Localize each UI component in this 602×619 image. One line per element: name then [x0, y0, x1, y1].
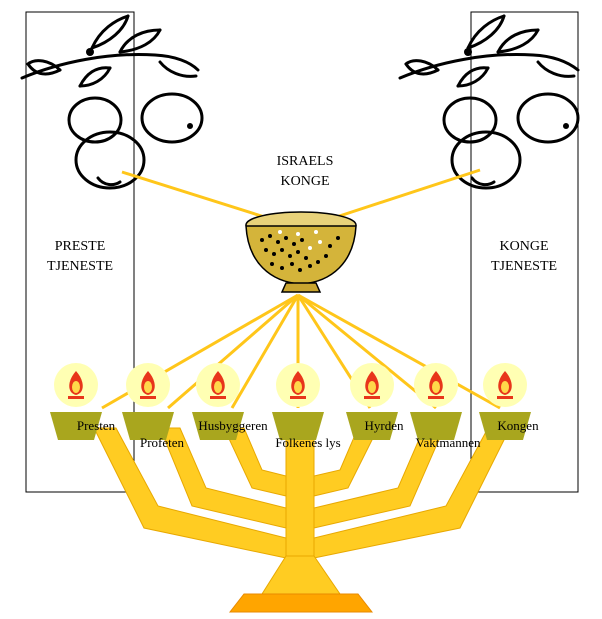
lamp-3 — [192, 363, 244, 440]
lamp-label-kongen: Kongen — [497, 418, 539, 433]
priest-service-label-1: PRESTE — [55, 239, 106, 254]
lamp-cup — [122, 412, 174, 440]
lamp-cup — [410, 412, 462, 440]
flame-core — [368, 381, 376, 393]
menorah-foot — [261, 555, 341, 595]
lamp-label-vaktmannen: Vaktmannen — [416, 435, 481, 450]
left-olive-dot-2 — [187, 123, 193, 129]
lamp-1 — [50, 363, 102, 440]
lamp-label-presten: Presten — [77, 418, 116, 433]
lamp-6 — [410, 363, 462, 440]
left-olive-branch-icon — [20, 14, 204, 190]
lamp-wick — [68, 396, 84, 399]
lamp-cup — [272, 412, 324, 440]
lamp-wick — [364, 396, 380, 399]
priest-service-label-2: TJENESTE — [47, 259, 113, 274]
right-olive-branch-icon — [398, 14, 580, 190]
king-service-box — [470, 11, 579, 493]
king-service-label-1: KONGE — [500, 239, 549, 254]
title-line-2: KONGE — [281, 174, 330, 189]
lamp-cup — [192, 412, 244, 440]
lamp-label-folkenes-lys: Folkenes lys — [275, 435, 340, 450]
left-olive-dot — [86, 48, 94, 56]
lamp-label-hyrden: Hyrden — [365, 418, 404, 433]
flame-core — [432, 381, 440, 393]
priest-service-box — [25, 11, 135, 493]
flame-core — [294, 381, 302, 393]
right-olive-dot — [464, 48, 472, 56]
flame-core — [72, 381, 80, 393]
lamp-wick — [140, 396, 156, 399]
lamp-label-husbyggeren: Husbyggeren — [198, 418, 268, 433]
title-line-1: ISRAELS — [277, 154, 334, 169]
lamp-label-profeten: Profeten — [140, 435, 185, 450]
flame-core — [144, 381, 152, 393]
lamp-7 — [479, 363, 531, 440]
lamp-wick — [428, 396, 444, 399]
lamp-2 — [122, 363, 174, 440]
right-olive-dot-2 — [563, 123, 569, 129]
oil-bowl-icon — [245, 211, 357, 293]
lamp-4 — [272, 363, 324, 440]
lamp-5 — [346, 363, 398, 440]
lamp-cup — [346, 412, 398, 440]
lamp-wick — [290, 396, 306, 399]
lamp-wick — [210, 396, 226, 399]
lamp-wick — [497, 396, 513, 399]
menorah-base — [228, 593, 374, 613]
lamps-group — [50, 363, 531, 440]
lamp-cup — [50, 412, 102, 440]
lamp-cup — [479, 412, 531, 440]
flame-core — [501, 381, 509, 393]
king-service-label-2: TJENESTE — [491, 259, 557, 274]
flame-core — [214, 381, 222, 393]
